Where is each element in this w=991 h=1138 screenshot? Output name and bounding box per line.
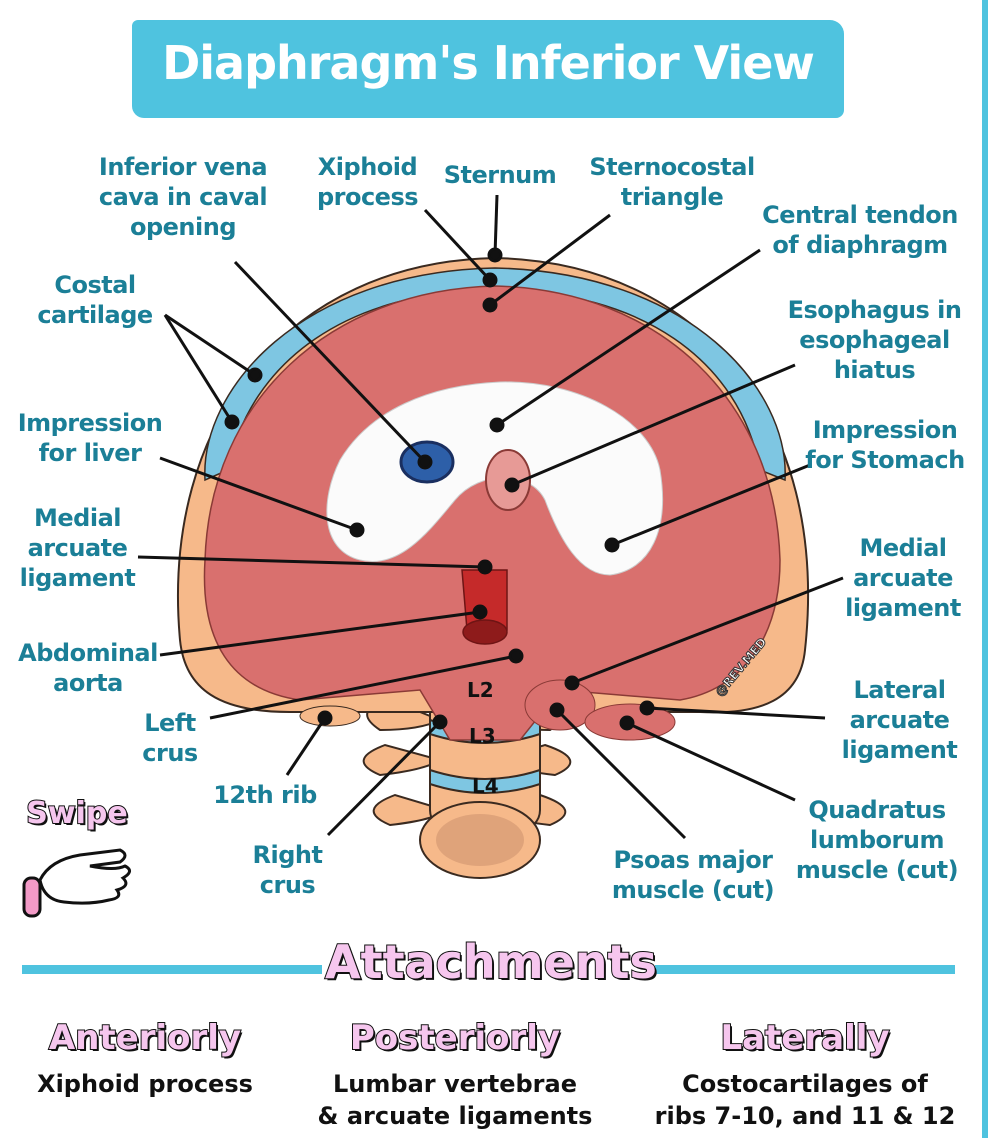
label-impression-liver: Impression for liver xyxy=(17,409,163,467)
page-title: Diaphragm's Inferior View xyxy=(162,36,815,90)
label-xiphoid: Xiphoid process xyxy=(316,153,419,211)
vertebra-label-l4: L4 xyxy=(472,774,499,798)
attachments-heading: Attachments xyxy=(324,934,658,990)
divider-right xyxy=(655,965,955,974)
label-abdominal-aorta: Abdominal aorta xyxy=(18,639,158,697)
label-psoas: Psoas major muscle (cut) xyxy=(611,846,775,904)
label-esophagus: Esophagus in esophageal hiatus xyxy=(787,296,962,384)
swipe-label: Swipe xyxy=(25,795,128,832)
divider-left xyxy=(22,965,322,974)
label-ivc: Inferior vena cava in caval opening xyxy=(98,153,268,241)
label-right-crus: Right crus xyxy=(252,841,323,899)
vertebra-label-l2: L2 xyxy=(467,678,494,702)
posteriorly-heading: Posteriorly xyxy=(349,1017,561,1059)
anteriorly-text: Xiphoid process xyxy=(37,1070,253,1098)
label-medial-arcuate-left: Medial arcuate ligament xyxy=(19,504,136,592)
label-left-crus: Left crus xyxy=(142,709,198,767)
title-banner xyxy=(132,20,844,118)
label-sternum: Sternum xyxy=(443,161,557,189)
label-central-tendon: Central tendon of diaphragm xyxy=(762,201,958,259)
label-impression-stomach: Impression for Stomach xyxy=(805,416,965,474)
posteriorly-text: Lumbar vertebrae & arcuate ligaments xyxy=(317,1070,593,1130)
right-border xyxy=(982,0,988,1138)
label-lateral-arcuate: Lateral arcuate ligament xyxy=(841,676,958,764)
label-costal-cartilage: Costal cartilage xyxy=(37,271,153,329)
vertebra-label-l3: L3 xyxy=(469,724,496,748)
label-sternocostal: Sternocostal triangle xyxy=(589,153,755,211)
label-quadratus: Quadratus lumborum muscle (cut) xyxy=(795,796,959,884)
anteriorly-heading: Anteriorly xyxy=(48,1017,242,1059)
label-12th-rib: 12th rib xyxy=(213,781,317,809)
label-medial-arcuate-right: Medial arcuate ligament xyxy=(845,534,961,622)
laterally-text: Costocartilages of ribs 7-10, and 11 & 1… xyxy=(654,1070,956,1130)
pointing-hand-icon xyxy=(22,848,131,918)
laterally-heading: Laterally xyxy=(719,1017,890,1059)
leader-lines xyxy=(137,194,844,840)
